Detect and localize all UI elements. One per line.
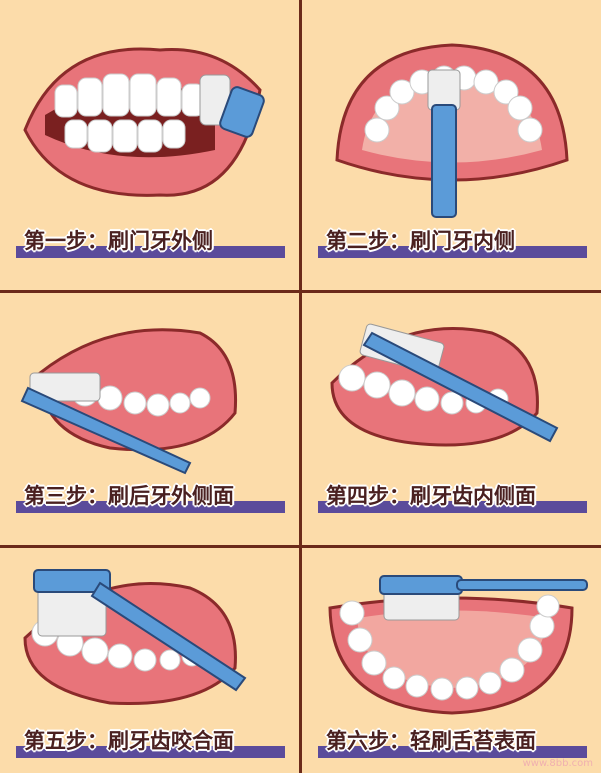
vertical-divider (299, 0, 302, 773)
step-2-caption-text: 第二步：刷门牙内侧 (326, 229, 515, 253)
tongue-illustration (328, 575, 588, 715)
step-6-panel: 第六步：轻刷舌苔表面 www.8bb.com (302, 548, 601, 773)
step-1-panel: 第一步：刷门牙外侧 (0, 0, 299, 290)
step-4-panel: 第四步：刷牙齿内侧面 (302, 293, 601, 545)
step-3-caption: 第三步：刷后牙外侧面 (14, 483, 285, 513)
step-1-caption: 第一步：刷门牙外侧 (14, 228, 285, 258)
step-4-caption-text: 第四步：刷牙齿内侧面 (326, 484, 536, 508)
caption-underline (318, 246, 587, 258)
step-6-caption-text: 第六步：轻刷舌苔表面 (326, 729, 536, 753)
watermark: www.8bb.com (522, 758, 593, 769)
caption-underline (318, 501, 587, 513)
caption-underline (16, 501, 285, 513)
horizontal-divider-1 (0, 290, 601, 293)
step-5-panel: 第五步：刷牙齿咬合面 (0, 548, 299, 773)
teeth-inner-illustration (330, 323, 559, 447)
front-teeth-inner-illustration (335, 43, 569, 218)
back-teeth-outer-illustration (20, 328, 238, 475)
caption-underline (16, 246, 285, 258)
step-1-caption-text: 第一步：刷门牙外侧 (24, 229, 213, 253)
caption-underline (318, 746, 587, 758)
step-6-caption: 第六步：轻刷舌苔表面 (316, 728, 587, 758)
step-3-panel: 第三步：刷后牙外侧面 (0, 293, 299, 545)
front-teeth-outer-illustration (23, 47, 265, 197)
step-2-panel: 第二步：刷门牙内侧 (302, 0, 601, 290)
step-4-caption: 第四步：刷牙齿内侧面 (316, 483, 587, 513)
chewing-surface-illustration (23, 569, 247, 706)
step-5-caption-text: 第五步：刷牙齿咬合面 (24, 729, 234, 753)
step-5-caption: 第五步：刷牙齿咬合面 (14, 728, 285, 758)
step-2-caption: 第二步：刷门牙内侧 (316, 228, 587, 258)
caption-underline (16, 746, 285, 758)
step-3-caption-text: 第三步：刷后牙外侧面 (24, 484, 234, 508)
horizontal-divider-2 (0, 545, 601, 548)
